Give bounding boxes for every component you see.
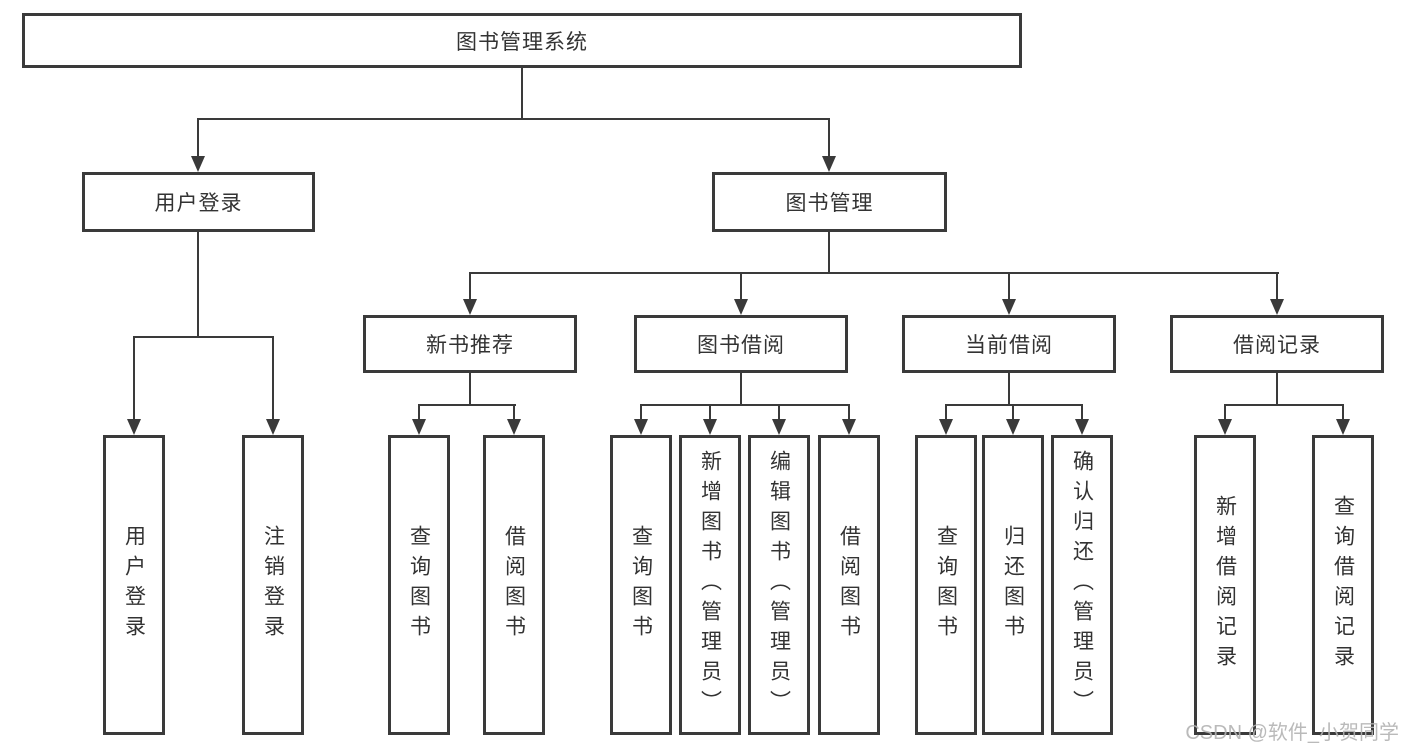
- arrowhead-down: [127, 419, 141, 435]
- arrowhead-down: [842, 419, 856, 435]
- node-label: 新书推荐: [426, 334, 514, 357]
- node-label: 借阅图书: [837, 525, 861, 645]
- arrowhead-down: [412, 419, 426, 435]
- node-leaf-user-login: 用户登录: [103, 435, 165, 735]
- node-leaf-edit-books-admin: 编辑图书（管理员）: [748, 435, 810, 735]
- connector-drop-line: [418, 404, 420, 419]
- arrowhead-down: [1270, 299, 1284, 315]
- connector-bus: [640, 404, 850, 406]
- connector-drop-line: [133, 336, 135, 419]
- arrowhead-down: [1075, 419, 1089, 435]
- connector-book-mgmt-stem: [828, 232, 830, 272]
- connector-stem: [469, 373, 471, 404]
- node-current-borrowing: 当前借阅: [902, 315, 1116, 373]
- node-leaf-query-books-2: 查询图书: [610, 435, 672, 735]
- csdn-watermark: CSDN @软件_小贺同学: [1185, 722, 1399, 744]
- arrowhead-down: [634, 419, 648, 435]
- node-label: 归还图书: [1001, 525, 1025, 645]
- node-leaf-borrow-books-1: 借阅图书: [483, 435, 545, 735]
- node-label: 用户登录: [122, 525, 146, 645]
- connector-drop-line: [513, 404, 515, 419]
- arrowhead-down: [822, 156, 836, 172]
- connector-drop-line: [945, 404, 947, 419]
- node-user-login-branch: 用户登录: [82, 172, 315, 232]
- arrowhead-down: [1006, 419, 1020, 435]
- arrowhead-down: [1336, 419, 1350, 435]
- connector-level2-bus: [469, 272, 1279, 274]
- arrowhead-down: [1218, 419, 1232, 435]
- connector-bus: [418, 404, 516, 406]
- connector-drop-line: [1081, 404, 1083, 419]
- node-label: 确认归还（管理员）: [1070, 450, 1094, 720]
- node-label: 查询图书: [629, 525, 653, 645]
- connector-drop-line: [1008, 272, 1010, 299]
- arrowhead-down: [772, 419, 786, 435]
- connector-bus: [945, 404, 1083, 406]
- node-leaf-confirm-return-admin: 确认归还（管理员）: [1051, 435, 1113, 735]
- connector-drop-line: [1342, 404, 1344, 419]
- connector-drop-line: [1012, 404, 1014, 419]
- node-library-management-system: 图书管理系统: [22, 13, 1022, 68]
- arrowhead-down: [266, 419, 280, 435]
- node-new-book-recommend: 新书推荐: [363, 315, 577, 373]
- connector-drop-line: [1224, 404, 1226, 419]
- connector-user-login-stem: [197, 232, 199, 336]
- node-leaf-query-borrow-record: 查询借阅记录: [1312, 435, 1374, 735]
- node-label: 注销登录: [261, 525, 285, 645]
- node-borrowing-records: 借阅记录: [1170, 315, 1384, 373]
- connector-drop-line: [272, 336, 274, 419]
- connector-drop-line: [197, 118, 199, 156]
- node-leaf-return-books: 归还图书: [982, 435, 1044, 735]
- node-label: 查询借阅记录: [1331, 495, 1355, 675]
- connector-stem: [1276, 373, 1278, 404]
- arrowhead-down: [734, 299, 748, 315]
- connector-level1-bus: [197, 118, 830, 120]
- arrowhead-down: [1002, 299, 1016, 315]
- node-leaf-add-borrow-record: 新增借阅记录: [1194, 435, 1256, 735]
- node-leaf-logout: 注销登录: [242, 435, 304, 735]
- node-label: 借阅图书: [502, 525, 526, 645]
- connector-drop-line: [1276, 272, 1278, 299]
- connector-bus: [1224, 404, 1344, 406]
- node-book-borrowing: 图书借阅: [634, 315, 848, 373]
- connector-drop-line: [778, 404, 780, 419]
- arrowhead-down: [507, 419, 521, 435]
- connector-drop-line: [848, 404, 850, 419]
- node-leaf-query-books-1: 查询图书: [388, 435, 450, 735]
- connector-drop-line: [740, 272, 742, 299]
- node-label: 图书管理: [785, 192, 874, 215]
- node-label: 用户登录: [154, 192, 243, 215]
- node-leaf-add-books-admin: 新增图书（管理员）: [679, 435, 741, 735]
- arrowhead-down: [939, 419, 953, 435]
- arrowhead-down: [703, 419, 717, 435]
- connector-stem: [1008, 373, 1010, 404]
- connector-drop-line: [640, 404, 642, 419]
- node-leaf-borrow-books-2: 借阅图书: [818, 435, 880, 735]
- connector-drop-line: [709, 404, 711, 419]
- node-label: 图书管理系统: [456, 30, 588, 54]
- connector-stem: [740, 373, 742, 404]
- node-label: 当前借阅: [965, 334, 1053, 357]
- arrowhead-down: [191, 156, 205, 172]
- node-label: 新增借阅记录: [1213, 495, 1237, 675]
- arrowhead-down: [463, 299, 477, 315]
- connector-drop-line: [828, 118, 830, 156]
- node-label: 新增图书（管理员）: [698, 450, 722, 720]
- node-label: 查询图书: [934, 525, 958, 645]
- node-book-management-branch: 图书管理: [712, 172, 947, 232]
- node-label: 编辑图书（管理员）: [767, 450, 791, 720]
- node-label: 图书借阅: [697, 334, 785, 357]
- node-leaf-query-books-3: 查询图书: [915, 435, 977, 735]
- node-label: 查询图书: [407, 525, 431, 645]
- connector-root-stem: [521, 68, 523, 120]
- connector-user-login-bus: [133, 336, 274, 338]
- node-label: 借阅记录: [1233, 334, 1321, 357]
- connector-drop-line: [469, 272, 471, 299]
